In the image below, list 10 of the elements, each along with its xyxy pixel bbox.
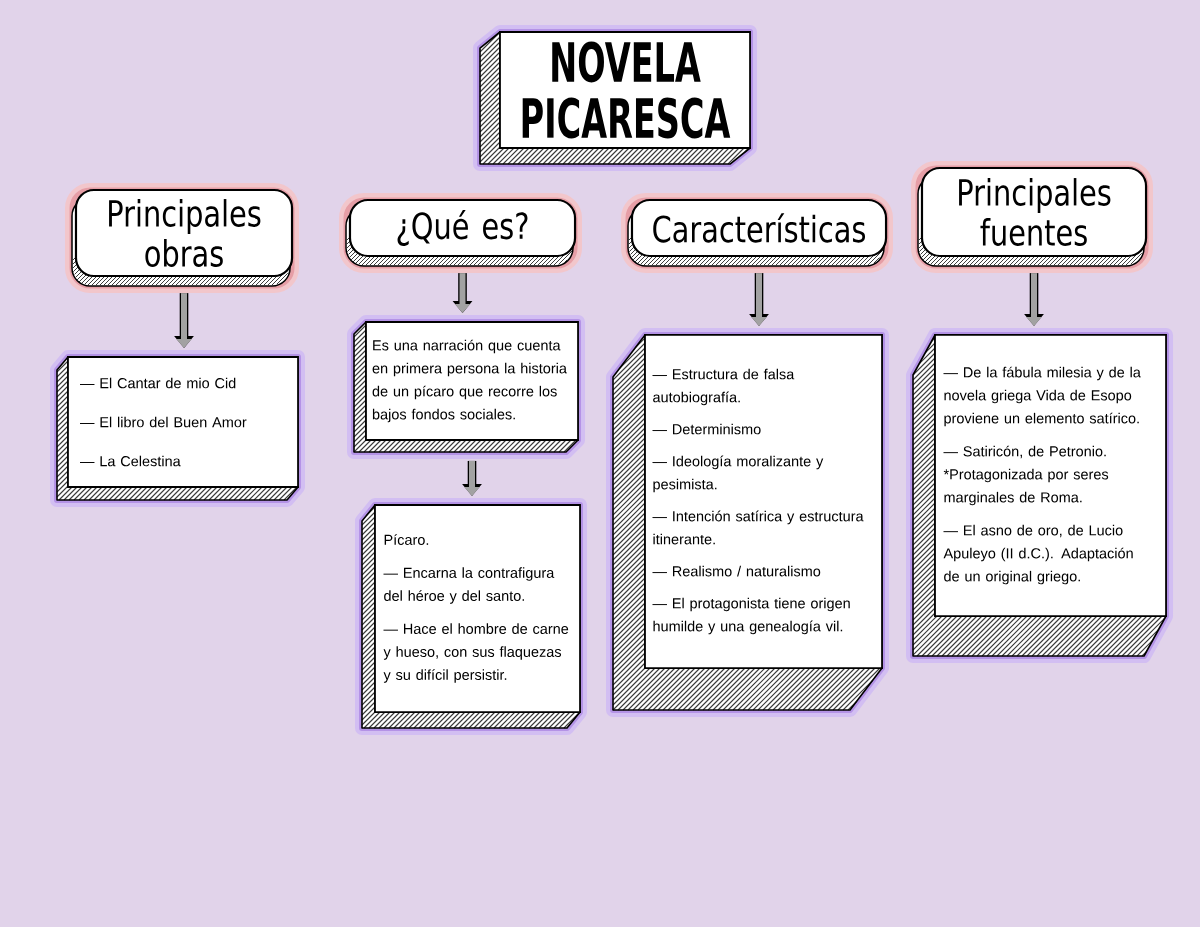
note-card: — El Cantar de mio Cid — El libro del Buen Amor — La Celestina — [50, 350, 305, 507]
heading-box: Principales fuentes — [911, 161, 1154, 273]
note-card: Pícaro. — Encarna la contrafigura del héroe y del santo. — Hace el hombre de carne y hueso, con sus flaquezas y su difícil persistir. — [355, 498, 587, 735]
title-card: NOVELA PICARESCA — [473, 25, 757, 171]
note-card: — Estructura de falsa autobiografía. — Determinismo — Ideología moralizante y pesimista. — Intención satírica y estructura itinerante. — Realismo / naturalismo — El protagonista tiene origen humilde y una genealogía vil. — [606, 328, 890, 717]
note-card: — De la fábula milesia y de la novela griega Vida de Esopo proviene un elemento satírico. — Satiricón, de Petronio. *Protagonizada por seres marginales de Roma. — El asno de oro, de Lucio Apuleyo (II d.C.). Adaptación de un original griego. — [906, 328, 1174, 663]
heading-box: ¿Qué es? — [339, 193, 582, 273]
heading-box: Características — [621, 193, 893, 273]
note-card: Es una narración que cuenta en primera persona la historia de un pícaro que recorre los bajos fondos sociales. — [347, 315, 585, 459]
heading-box: Principales obras — [65, 183, 299, 293]
